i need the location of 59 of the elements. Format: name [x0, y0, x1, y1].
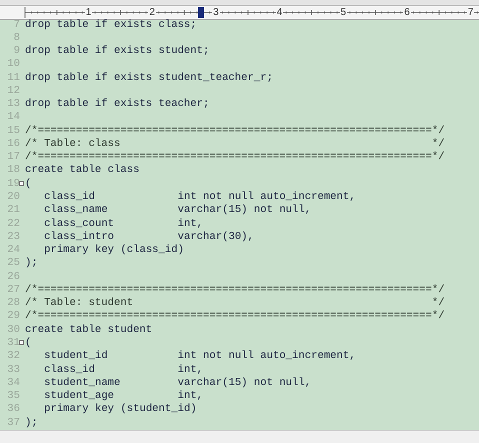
line-number: 30 — [6, 324, 20, 337]
code-comment: /* Table: student */ — [25, 297, 445, 310]
code-line: student_age int, — [44, 390, 204, 403]
line-number: 13 — [6, 98, 20, 112]
code-line: class_count int, — [44, 218, 204, 231]
code-line: create table student — [25, 324, 152, 337]
line-number: 10 — [6, 58, 20, 72]
code-comment: /*==============================================================*/ — [25, 151, 445, 164]
line-number: 22 — [6, 218, 20, 231]
line-number: 28 — [6, 297, 20, 310]
code-line: student_name varchar(15) not null, — [44, 376, 312, 390]
line-number: 26 — [6, 270, 20, 284]
code-comment: /*==============================================================*/ — [25, 124, 445, 138]
code-line: create table class — [25, 164, 140, 178]
line-number: 21 — [6, 204, 20, 218]
code-line: ( — [25, 178, 32, 191]
code-line: class_id int not null auto_increment, — [44, 191, 356, 204]
code-comment: /*==============================================================*/ — [25, 310, 445, 324]
line-number: 11 — [6, 72, 20, 85]
code-line: primary key (student_id) — [44, 403, 197, 417]
code-line: drop table if exists student; — [25, 45, 210, 58]
line-number: 14 — [6, 111, 20, 125]
line-number: 36 — [6, 403, 20, 417]
ruler-number: 6 — [403, 6, 411, 18]
line-number: 29 — [6, 310, 20, 324]
code-comment: /*==============================================================*/ — [25, 284, 445, 297]
line-number: 33 — [6, 364, 20, 377]
line-number: 20 — [6, 191, 20, 204]
line-number: 16 — [6, 138, 20, 152]
line-number: 34 — [6, 376, 20, 390]
line-number: 19 — [6, 178, 20, 191]
code-line: ); — [25, 416, 38, 430]
line-number: 23 — [6, 230, 20, 244]
line-number: 35 — [6, 390, 20, 404]
ruler-number: 3 — [212, 6, 220, 18]
line-number: 24 — [6, 244, 20, 258]
code-line: drop table if exists student_teacher_r; — [25, 72, 273, 85]
line-number: 32 — [6, 350, 20, 364]
line-number: 25 — [6, 257, 20, 271]
line-number: 8 — [12, 32, 20, 46]
code-line: class_intro varchar(30), — [44, 230, 254, 244]
code-line: student_id int not null auto_increment, — [44, 350, 356, 364]
line-number: 12 — [6, 84, 20, 98]
code-line: drop table if exists teacher; — [25, 98, 210, 112]
line-number: 9 — [12, 45, 20, 58]
line-number: 27 — [6, 284, 20, 298]
code-line: ); — [25, 257, 38, 271]
code-line: ( — [25, 336, 32, 350]
code-line: class_id int, — [44, 364, 204, 377]
code-comment: /* Table: class */ — [25, 138, 445, 151]
code-line: drop table if exists class; — [25, 18, 197, 32]
line-number: 15 — [6, 124, 20, 138]
line-number: 17 — [6, 151, 20, 164]
line-number: 37 — [6, 416, 20, 430]
line-number: 31 — [6, 336, 20, 350]
code-line: primary key (class_id) — [44, 244, 184, 258]
line-number: 18 — [6, 164, 20, 178]
code-line: class_name varchar(15) not null, — [44, 204, 312, 218]
line-number: 7 — [12, 18, 20, 32]
